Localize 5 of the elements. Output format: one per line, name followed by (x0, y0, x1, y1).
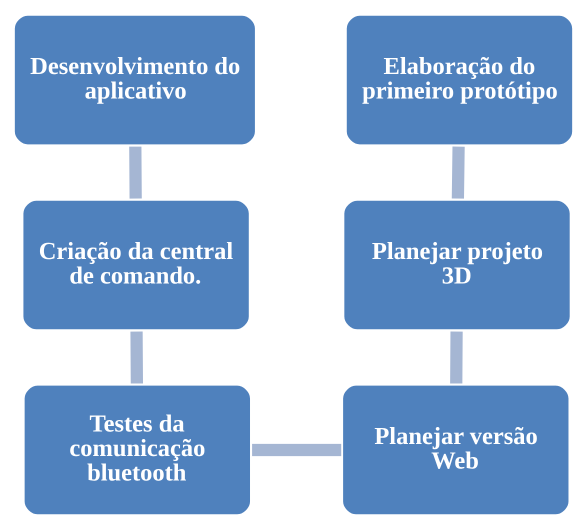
connector (452, 146, 465, 199)
connector (130, 332, 143, 384)
connector (252, 444, 342, 456)
connector (129, 146, 142, 199)
connector (450, 332, 463, 384)
